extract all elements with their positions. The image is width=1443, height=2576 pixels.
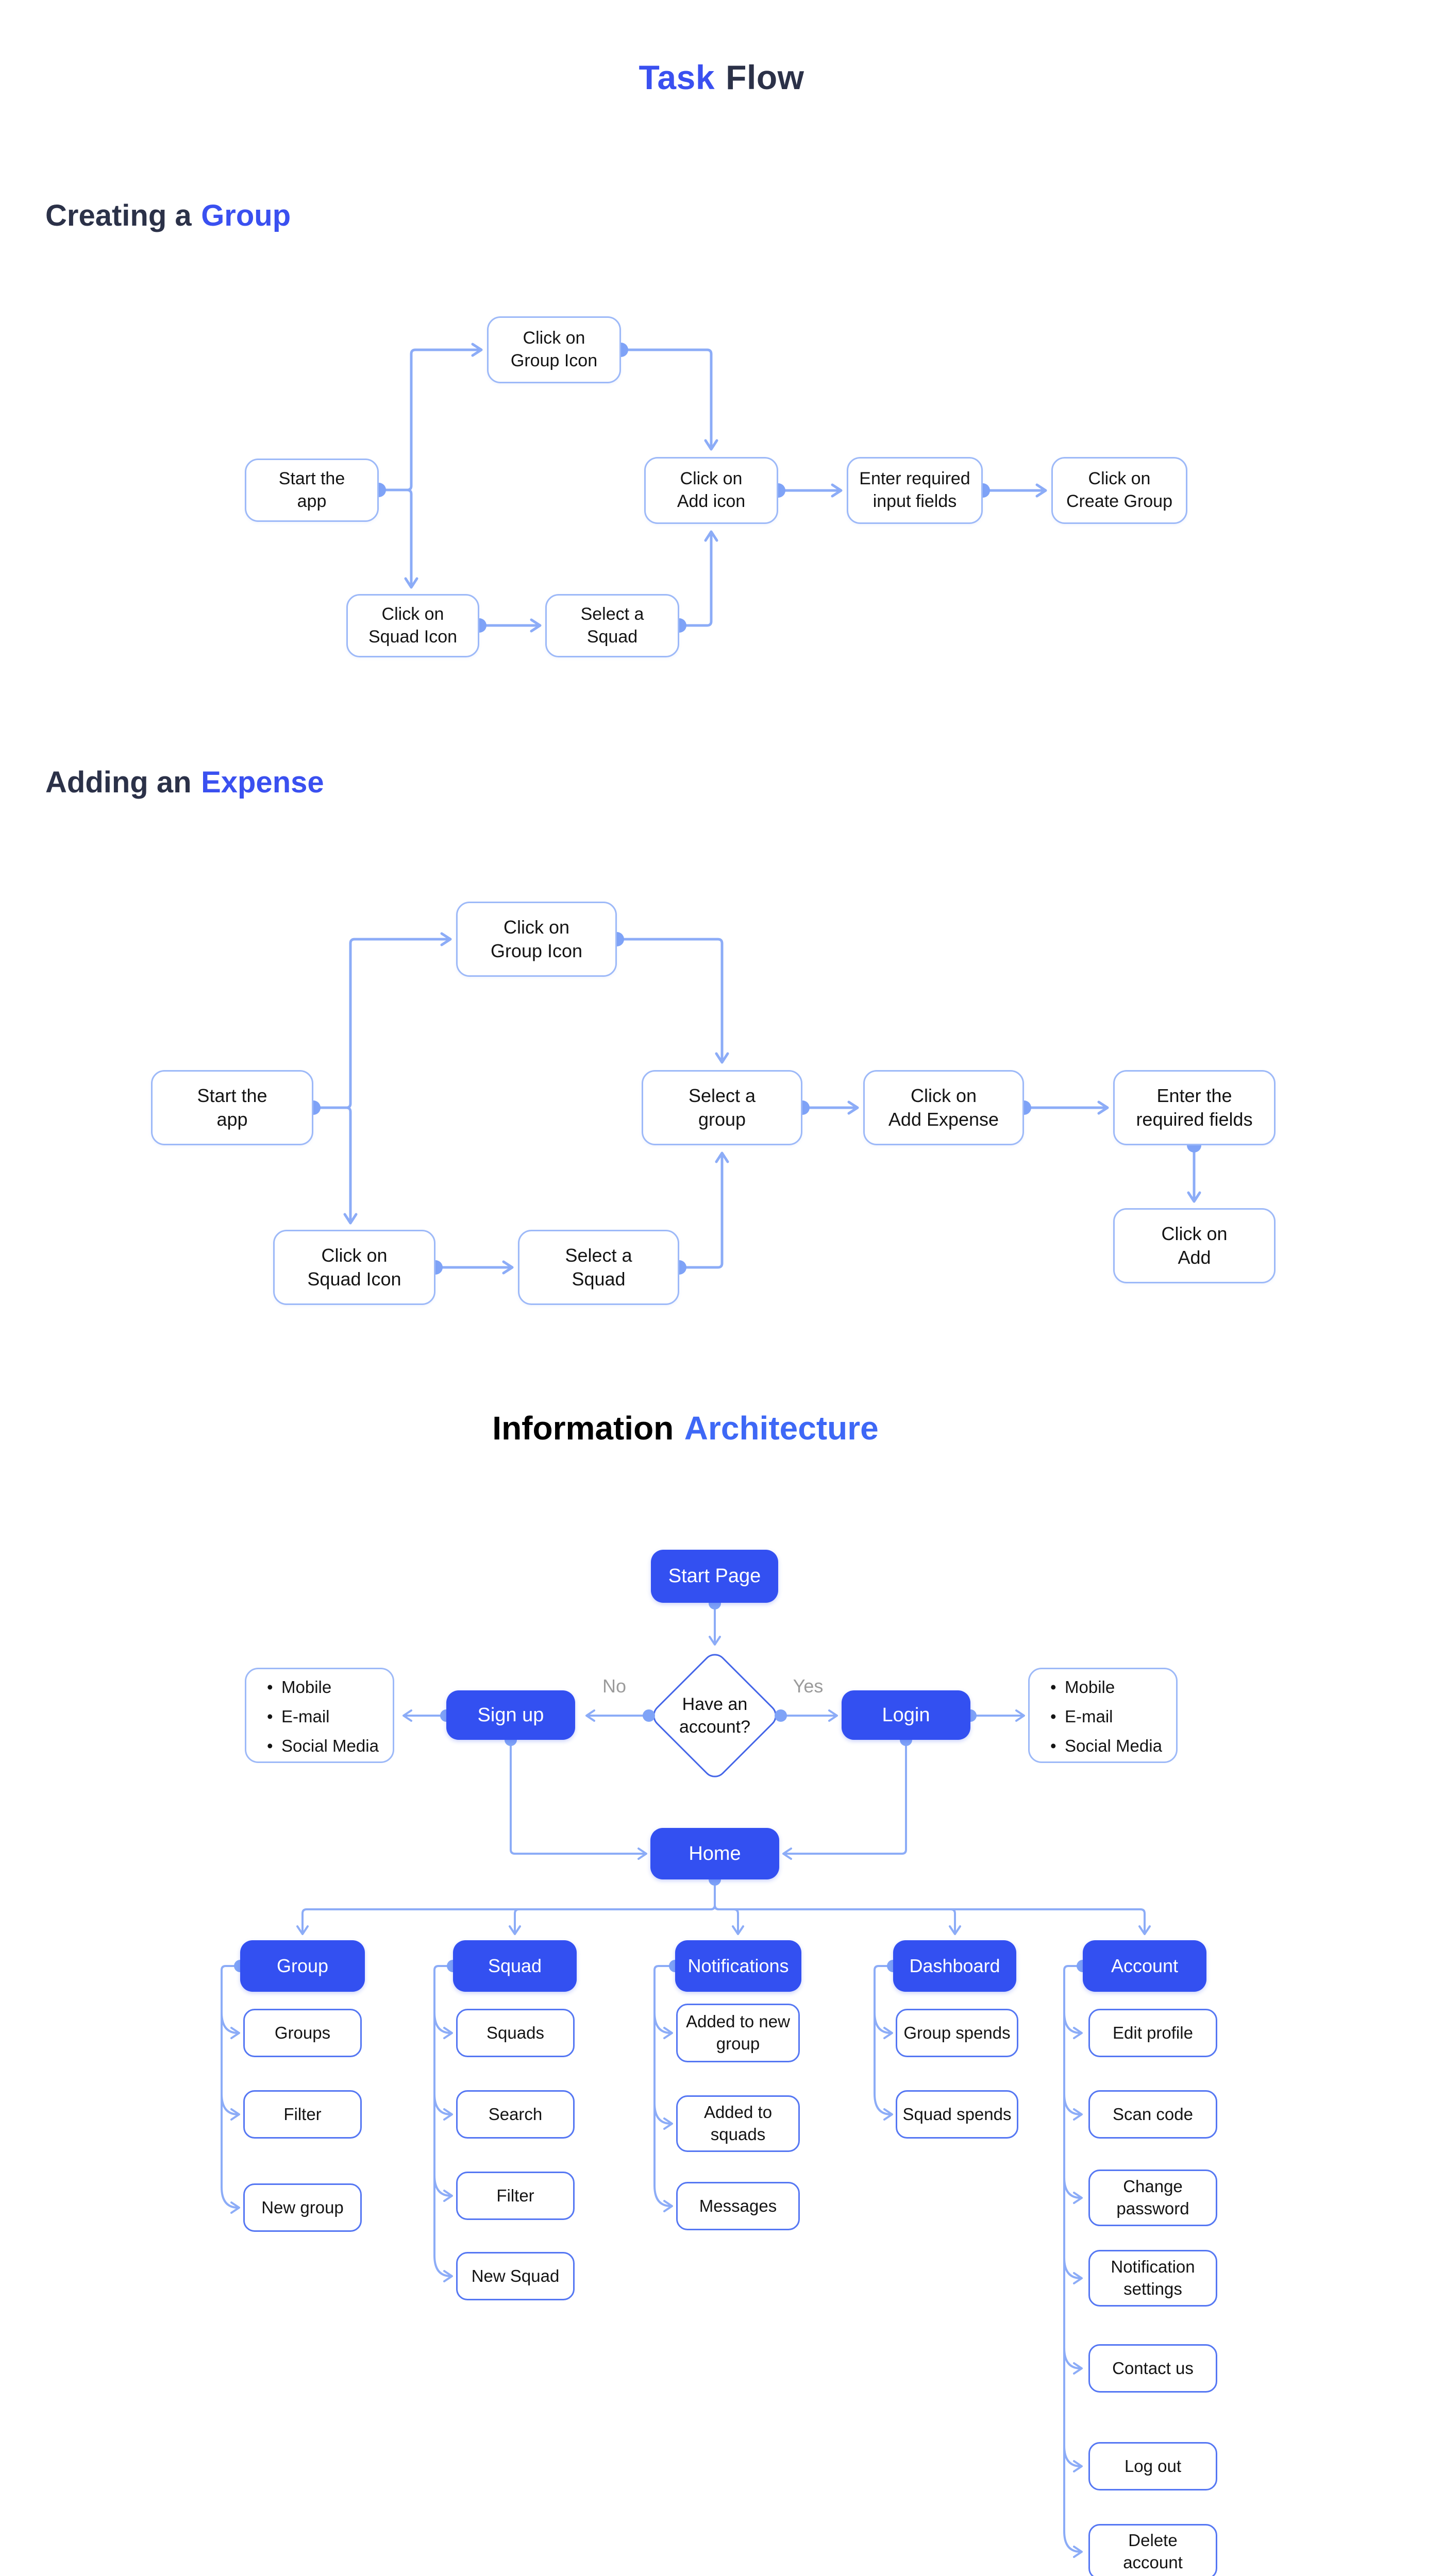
signup-options-list: Mobile E-mail Social Media	[264, 1673, 388, 1760]
node-login: Login	[842, 1690, 970, 1740]
child-change-password: Change password	[1088, 2170, 1217, 2226]
child-group-spends: Group spends	[896, 2009, 1018, 2057]
list-item: Mobile	[264, 1673, 388, 1702]
child-edit-profile: Edit profile	[1088, 2009, 1217, 2057]
child-added-to-new-group: Added to new group	[676, 2004, 800, 2062]
node-enter-required-fields: Enter required input fields	[847, 457, 983, 524]
child-added-to-squads: Added to squads	[676, 2095, 800, 2152]
node-start-app-2: Start the app	[151, 1070, 313, 1145]
page-title-accent: Task	[639, 58, 715, 96]
branch-dashboard-button: Dashboard	[893, 1940, 1016, 1992]
node-click-group-icon: Click on Group Icon	[487, 316, 621, 383]
child-groups: Groups	[243, 2009, 362, 2057]
branch-account-button: Account	[1083, 1940, 1206, 1992]
list-item: Social Media	[264, 1732, 388, 1761]
list-item: E-mail	[264, 1702, 388, 1732]
page-title-rest: Flow	[726, 58, 804, 96]
child-log-out: Log out	[1088, 2442, 1217, 2490]
section1-accent: Group	[201, 199, 291, 232]
node-click-add: Click on Add	[1113, 1208, 1276, 1283]
node-click-add-icon: Click on Add icon	[644, 457, 778, 524]
section3-accent: Architecture	[684, 1410, 879, 1447]
branch-notifications-button: Notifications	[675, 1940, 801, 1992]
child-filter-squad: Filter	[456, 2172, 575, 2220]
child-contact-us: Contact us	[1088, 2344, 1217, 2393]
branch-group-button: Group	[240, 1940, 365, 1992]
child-delete-account: Delete account	[1088, 2524, 1217, 2576]
child-new-squad: New Squad	[456, 2252, 575, 2300]
edge-label-yes: Yes	[793, 1675, 824, 1697]
list-item: Mobile	[1047, 1673, 1171, 1702]
list-item: E-mail	[1047, 1702, 1171, 1732]
node-click-group-icon-2: Click on Group Icon	[456, 902, 617, 977]
section1-plain: Creating a	[45, 199, 192, 232]
edge-label-no: No	[602, 1675, 627, 1697]
child-scan-code: Scan code	[1088, 2090, 1217, 2139]
node-enter-required-fields-2: Enter the required fields	[1113, 1070, 1276, 1145]
child-squad-spends: Squad spends	[896, 2090, 1018, 2139]
decision-label: Have an account?	[679, 1694, 750, 1737]
node-select-squad: Select a Squad	[545, 594, 679, 657]
login-options-box: Mobile E-mail Social Media	[1028, 1668, 1178, 1763]
child-filter: Filter	[243, 2090, 362, 2139]
section-title-information-architecture: Information Architecture	[492, 1409, 878, 1447]
node-click-squad-icon: Click on Squad Icon	[346, 594, 479, 657]
child-notification-settings: Notification settings	[1088, 2250, 1217, 2307]
node-sign-up: Sign up	[446, 1690, 575, 1740]
branch-squad-button: Squad	[453, 1940, 577, 1992]
list-item: Social Media	[1047, 1732, 1171, 1761]
node-click-squad-icon-2: Click on Squad Icon	[273, 1230, 435, 1305]
node-select-group: Select a group	[642, 1070, 802, 1145]
section-title-adding-expense: Adding an Expense	[45, 765, 324, 800]
page-title-wrap: Task Flow	[0, 58, 1443, 97]
child-search: Search	[456, 2090, 575, 2139]
section2-accent: Expense	[201, 766, 324, 799]
child-messages: Messages	[676, 2182, 800, 2230]
child-squads: Squads	[456, 2009, 575, 2057]
child-new-group: New group	[243, 2183, 362, 2232]
node-click-create-group: Click on Create Group	[1051, 457, 1187, 524]
node-click-add-expense: Click on Add Expense	[863, 1070, 1024, 1145]
page-title: Task Flow	[639, 58, 804, 97]
section2-plain: Adding an	[45, 766, 192, 799]
node-start-app: Start the app	[245, 459, 379, 522]
node-select-squad-2: Select a Squad	[518, 1230, 679, 1305]
ia-title-wrap: Information Architecture	[0, 1409, 1371, 1447]
node-start-page: Start Page	[651, 1550, 778, 1603]
section3-plain: Information	[492, 1410, 674, 1447]
section-title-creating-group: Creating a Group	[45, 198, 291, 233]
node-home: Home	[650, 1828, 779, 1879]
signup-options-box: Mobile E-mail Social Media	[245, 1668, 394, 1763]
login-options-list: Mobile E-mail Social Media	[1047, 1673, 1171, 1760]
